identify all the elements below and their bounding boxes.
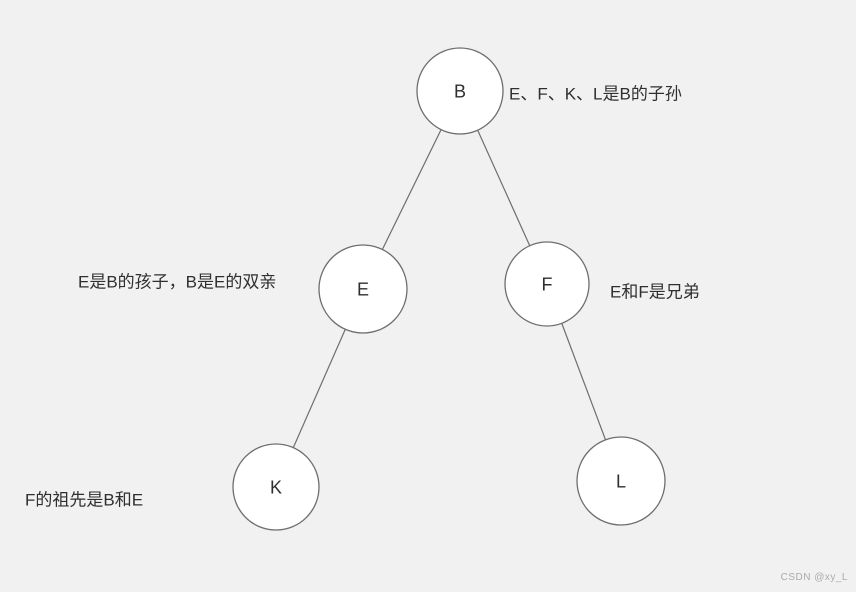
node-e-label: E <box>356 279 370 300</box>
annotation-descendants: E、F、K、L是B的子孙 <box>509 84 682 104</box>
node-k-label: K <box>269 477 283 498</box>
watermark: CSDN @xy_L <box>780 572 848 583</box>
node-b-circle <box>416 47 504 135</box>
node-k-circle <box>232 443 320 531</box>
node-l-circle <box>576 436 666 526</box>
node-f-circle <box>504 241 590 327</box>
annotation-siblings: E和F是兄弟 <box>610 282 700 302</box>
node-e-circle <box>318 244 408 334</box>
node-f-label: F <box>541 274 553 295</box>
node-l-label: L <box>615 471 627 492</box>
node-b-label: B <box>453 81 467 102</box>
annotation-child-parent: E是B的孩子，B是E的双亲 <box>78 272 277 292</box>
annotation-ancestors: F的祖先是B和E <box>25 490 144 510</box>
